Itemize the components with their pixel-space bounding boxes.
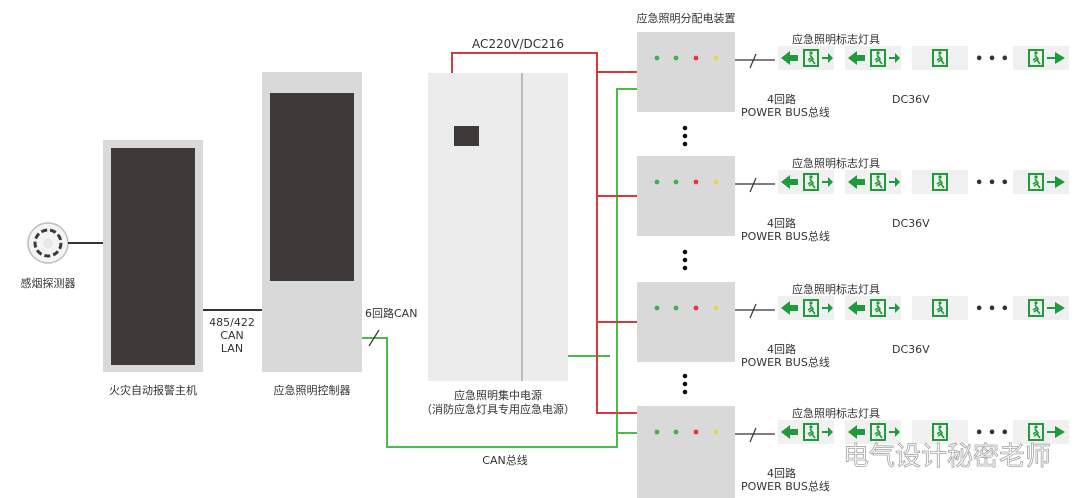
exit-left-sign-icon bbox=[845, 46, 901, 70]
power-source-label-1: 应急照明集中电源 bbox=[454, 388, 542, 402]
exit-door-sign-icon bbox=[912, 170, 968, 194]
exit-left-sign-icon bbox=[845, 420, 901, 444]
exit-right-sign-icon bbox=[1013, 46, 1069, 70]
lamp-ellipsis: • • • bbox=[975, 302, 1009, 317]
sign-lamps-title: 应急照明标志灯具 bbox=[792, 32, 880, 46]
comm-protocol-label-1: 485/422 bbox=[209, 316, 255, 329]
exit-left-sign-icon bbox=[778, 170, 834, 194]
sign-lamps-title: 应急照明标志灯具 bbox=[792, 282, 880, 296]
status-led bbox=[654, 305, 660, 311]
lighting-controller-label: 应急照明控制器 bbox=[274, 383, 351, 397]
status-led bbox=[713, 55, 719, 61]
distribution-device-title: 应急照明分配电装置 bbox=[637, 11, 736, 25]
can-bus-line bbox=[362, 88, 637, 448]
exit-door-sign-icon bbox=[912, 296, 968, 320]
power-bus-line bbox=[451, 52, 637, 414]
status-led bbox=[654, 179, 660, 185]
loop-count-label: 4回路 bbox=[767, 217, 796, 230]
status-led bbox=[713, 429, 719, 435]
power-bus-label: POWER BUS总线 bbox=[741, 105, 830, 119]
smoke-detector bbox=[27, 222, 69, 264]
dc-voltage-label: DC36V bbox=[892, 217, 930, 230]
status-led bbox=[673, 429, 679, 435]
exit-left-sign-icon bbox=[778, 296, 834, 320]
loop-count-label: 4回路 bbox=[767, 93, 796, 106]
smoke-detector-label: 感烟探测器 bbox=[21, 276, 76, 290]
status-led bbox=[673, 305, 679, 311]
loop-slash-mark bbox=[749, 427, 757, 443]
exit-right-sign-icon bbox=[1013, 296, 1069, 320]
exit-door-sign-icon bbox=[912, 420, 968, 444]
power-source-display bbox=[454, 126, 479, 146]
lamp-ellipsis: • • • bbox=[975, 52, 1009, 67]
ac-dc-voltage-label: AC220V/DC216 bbox=[472, 37, 564, 51]
status-led bbox=[654, 55, 660, 61]
exit-right-sign-icon bbox=[1013, 170, 1069, 194]
comm-protocol-label-3: LAN bbox=[221, 342, 243, 355]
exit-left-sign-icon bbox=[845, 170, 901, 194]
lamp-ellipsis: • • • bbox=[975, 176, 1009, 191]
status-led bbox=[673, 55, 679, 61]
continuation-dots bbox=[682, 125, 688, 395]
loop-count-label: 4回路 bbox=[767, 343, 796, 356]
watermark-text: 电气设计秘密老师 bbox=[843, 442, 1051, 472]
distribution-device-box bbox=[637, 32, 735, 112]
power-bus-label: POWER BUS总线 bbox=[741, 479, 830, 493]
exit-left-sign-icon bbox=[778, 420, 834, 444]
status-led bbox=[693, 55, 699, 61]
fire-alarm-host-label: 火灾自动报警主机 bbox=[109, 383, 197, 397]
power-bus-label: POWER BUS总线 bbox=[741, 355, 830, 369]
comm-protocol-label-2: CAN bbox=[220, 329, 243, 342]
sign-lamps-title: 应急照明标志灯具 bbox=[792, 156, 880, 170]
distribution-device-box bbox=[637, 156, 735, 236]
exit-left-sign-icon bbox=[778, 46, 834, 70]
lamp-ellipsis: • • • bbox=[975, 426, 1009, 441]
status-led bbox=[654, 429, 660, 435]
central-power-source bbox=[428, 73, 568, 381]
dc-voltage-label: DC36V bbox=[892, 93, 930, 106]
fire-alarm-host bbox=[103, 140, 203, 372]
power-source-label-2: （消防应急灯具专用应急电源） bbox=[421, 402, 575, 416]
status-led bbox=[713, 305, 719, 311]
loop-slash-mark bbox=[749, 303, 757, 319]
can-bus-label: CAN总线 bbox=[482, 453, 527, 467]
status-led bbox=[693, 179, 699, 185]
status-led bbox=[673, 179, 679, 185]
distribution-device-box bbox=[637, 282, 735, 362]
loop-slash-mark bbox=[749, 177, 757, 193]
can-6-loop-label: 6回路CAN bbox=[365, 307, 417, 320]
exit-left-sign-icon bbox=[845, 296, 901, 320]
lighting-controller-screen bbox=[270, 93, 354, 281]
distribution-device-box bbox=[637, 406, 735, 498]
status-led bbox=[693, 305, 699, 311]
power-bus-label: POWER BUS总线 bbox=[741, 229, 830, 243]
status-led bbox=[693, 429, 699, 435]
loop-slash-mark bbox=[749, 53, 757, 69]
loop-count-label: 4回路 bbox=[767, 467, 796, 480]
dc-voltage-label: DC36V bbox=[892, 343, 930, 356]
fire-alarm-host-screen bbox=[111, 148, 195, 365]
lighting-controller bbox=[262, 72, 362, 372]
status-led bbox=[713, 179, 719, 185]
exit-right-sign-icon bbox=[1013, 420, 1069, 444]
exit-door-sign-icon bbox=[912, 46, 968, 70]
sign-lamps-title: 应急照明标志灯具 bbox=[792, 406, 880, 420]
